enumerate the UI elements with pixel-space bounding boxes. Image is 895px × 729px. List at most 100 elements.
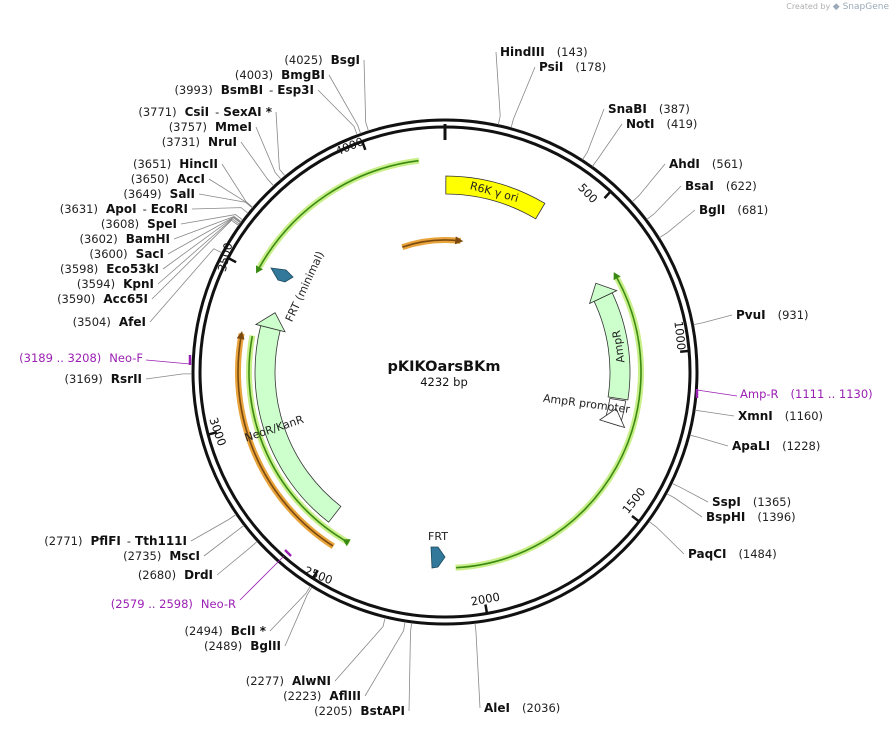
enzyme-position: (1396) [757,510,795,524]
snapgene-logo: ◆ SnapGene [833,2,889,12]
enzyme-leader [255,126,282,180]
enzyme-name-2: SexAI * [223,105,272,119]
enzyme-position: (3757) [169,120,207,134]
enzyme-position: (387) [659,102,690,116]
enzyme-separator: - [127,534,131,548]
enzyme-position: (3771) [138,105,176,119]
orf-arrowhead [342,539,351,547]
enzyme-leader [510,66,536,128]
enzyme-position: (3649) [123,187,161,201]
enzyme-name: CsiI [185,105,210,119]
tick-label: 500 [575,180,600,206]
primer-position: (1111 .. 1130) [791,387,873,401]
tick-line [680,349,690,353]
enzyme-separator: - [215,105,219,119]
enzyme-position: (419) [667,117,698,131]
ampr-arrowhead [588,282,618,305]
enzyme-leader [631,163,666,203]
frt-feature [430,546,446,569]
primer-label-neo-r: (2579 .. 2598)Neo-R [111,597,236,611]
enzyme-name: ApaLI [732,439,770,453]
enzyme-label: (2680)DrdI [138,568,213,582]
enzyme-name: RsrII [111,372,142,386]
frt-minimal-feature [270,267,294,283]
primer-mark [284,549,292,557]
enzyme-name: BspHI [706,510,745,524]
enzyme-leader [592,123,623,167]
enzyme-name: KpnI [123,277,154,291]
enzyme-leader [693,314,733,325]
enzyme-name: SpeI [147,217,177,231]
enzyme-leader [191,207,249,214]
enzyme-name: PvuI [736,308,766,322]
enzyme-label: NotI(419) [626,117,697,131]
enzyme-position: (2735) [123,549,161,563]
enzyme-position: (622) [726,179,757,193]
enzyme-label: (2735) MscI [123,549,200,563]
enzyme-name-2: Tth111I [135,534,187,548]
enzyme-label: (3631)ApoI-EcoRI [60,202,188,216]
enzyme-leader [149,248,222,323]
primer-position: (3189 .. 3208) [19,351,101,365]
enzyme-label: (3598)Eco53kI [60,262,159,276]
r6k-ori-feature [445,175,546,220]
enzyme-separator: - [143,202,147,216]
enzyme-name: PsiI [539,60,563,74]
tick-label: 1500 [619,485,648,517]
enzyme-name: BglI [699,203,725,217]
enzyme-leader [582,108,605,160]
tick-line [603,190,612,199]
enzyme-label: BglI(681) [699,203,768,217]
enzyme-label: (2489)BglII [204,639,281,653]
enzyme-position: (178) [575,60,606,74]
enzyme-leader [221,163,254,208]
tick-label: 2000 [470,590,501,609]
enzyme-label: (3600)SacI [89,247,164,261]
enzyme-label: (3757)MmeI [169,120,252,134]
enzyme-name: DrdI [184,568,213,582]
enzyme-leader [275,111,286,177]
ampr-label: AmpR [610,329,628,364]
enzyme-position: (3590) [57,292,95,306]
enzyme-name: AhdI [669,157,700,171]
enzyme-position: (3993) [174,83,212,97]
enzyme-position: (2277) [246,674,284,688]
enzyme-name: BclI * [231,624,267,638]
tick-label: 1000 [671,320,688,351]
enzyme-position: (1365) [753,495,791,509]
tick-line [207,431,218,436]
primer-position: (2579 .. 2598) [111,597,193,611]
enzyme-labels: HindIII(143)PsiI(178)SnaBI(387)NotI(419)… [44,45,823,718]
enzyme-label: HindIII(143) [500,45,588,59]
enzyme-label: PaqCI(1484) [688,547,777,561]
primer-leader [696,389,738,397]
enzyme-position: (3631) [60,202,98,216]
enzyme-position: (3594) [77,277,115,291]
neor-kanr-arrowhead [254,312,286,333]
enzyme-leader [208,178,253,209]
primer-label-neo-f: (3189 .. 3208) Neo-F [19,351,143,365]
enzyme-position: (3504) [73,315,111,329]
orf-arrowhead [256,265,263,274]
enzyme-name: PaqCI [688,547,726,561]
enzyme-label: (3608)SpeI [101,217,177,231]
enzyme-name: AfeI [119,315,146,329]
enzyme-position: (2771) [44,534,82,548]
orf-outline [256,157,420,269]
enzyme-leader [666,493,703,518]
plasmid-size: 4232 bp [420,375,468,389]
primer-name: Amp-R [740,387,779,401]
frt-minimal-label: FRT (minimal) [283,249,327,324]
ampr-feature [593,292,631,401]
plasmid-name: pKIKOarsBKm [388,359,501,375]
enzyme-name: BsgI [331,53,360,67]
enzyme-name: BamHI [126,232,170,246]
credit-brand: SnapGene [842,2,889,12]
enzyme-label: (2223)AflIII [283,689,361,703]
primer-name: Neo-F [109,351,143,365]
enzyme-label: (2494)BclI * [184,624,266,638]
tick-line [631,515,640,523]
orf-arrow [402,236,464,248]
enzyme-name: MscI [169,549,200,563]
